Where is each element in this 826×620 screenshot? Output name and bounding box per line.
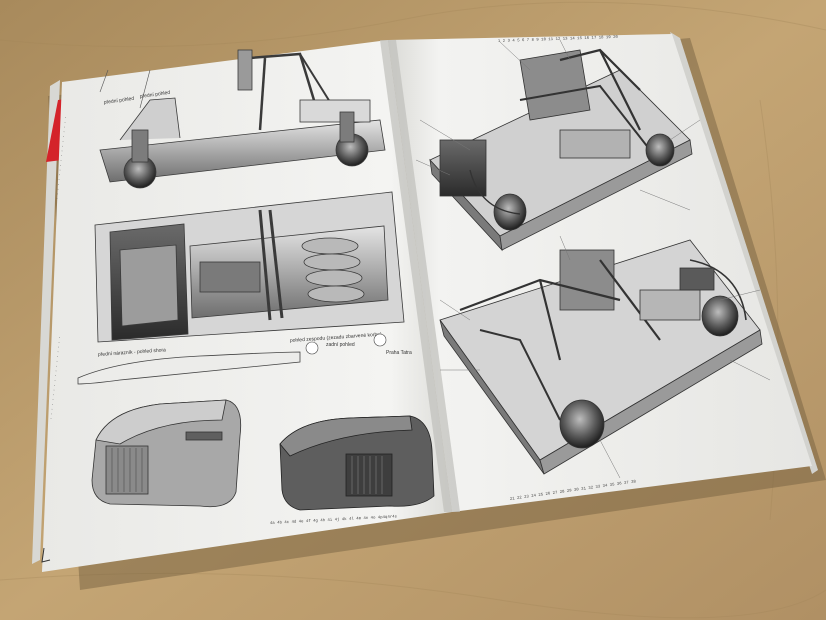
front-part-numbers: 4a 4b 4c 4d 4e 4f 4g 4h 4i 4j 4k 4l 4m 4…	[270, 514, 398, 526]
caption-side-left: přední pohled	[103, 96, 134, 106]
leader-lines-top	[415, 39, 701, 211]
caption-small-a: zadní pohled	[326, 342, 355, 348]
leader-lines-bottom	[439, 235, 771, 479]
small-labels: zadní pohled Praha Tatra	[305, 333, 412, 356]
caption-side-right: přední pohled	[139, 90, 170, 100]
hood-part-grey	[91, 399, 242, 508]
chassis-3d-top	[429, 48, 693, 252]
caption-small-b: Praha Tatra	[386, 350, 412, 356]
spine-shadow	[380, 40, 460, 512]
chassis-underside-view	[94, 191, 405, 343]
side-view-labels: přední pohled přední pohled	[99, 69, 171, 109]
right-part-numbers-top: 1 2 3 4 5 6 7 8 9 10 11 12 13 14 15 16 1…	[498, 36, 619, 44]
bumper-outline	[77, 351, 301, 385]
hood-part-dark	[279, 415, 435, 511]
caption-front-bumper: přední nárazník - pohled shora	[98, 347, 167, 358]
chassis-side-view	[99, 49, 386, 189]
page-corner-mark	[41, 547, 51, 563]
page-stack-left	[32, 80, 60, 564]
chassis-3d-bottom	[439, 239, 763, 475]
